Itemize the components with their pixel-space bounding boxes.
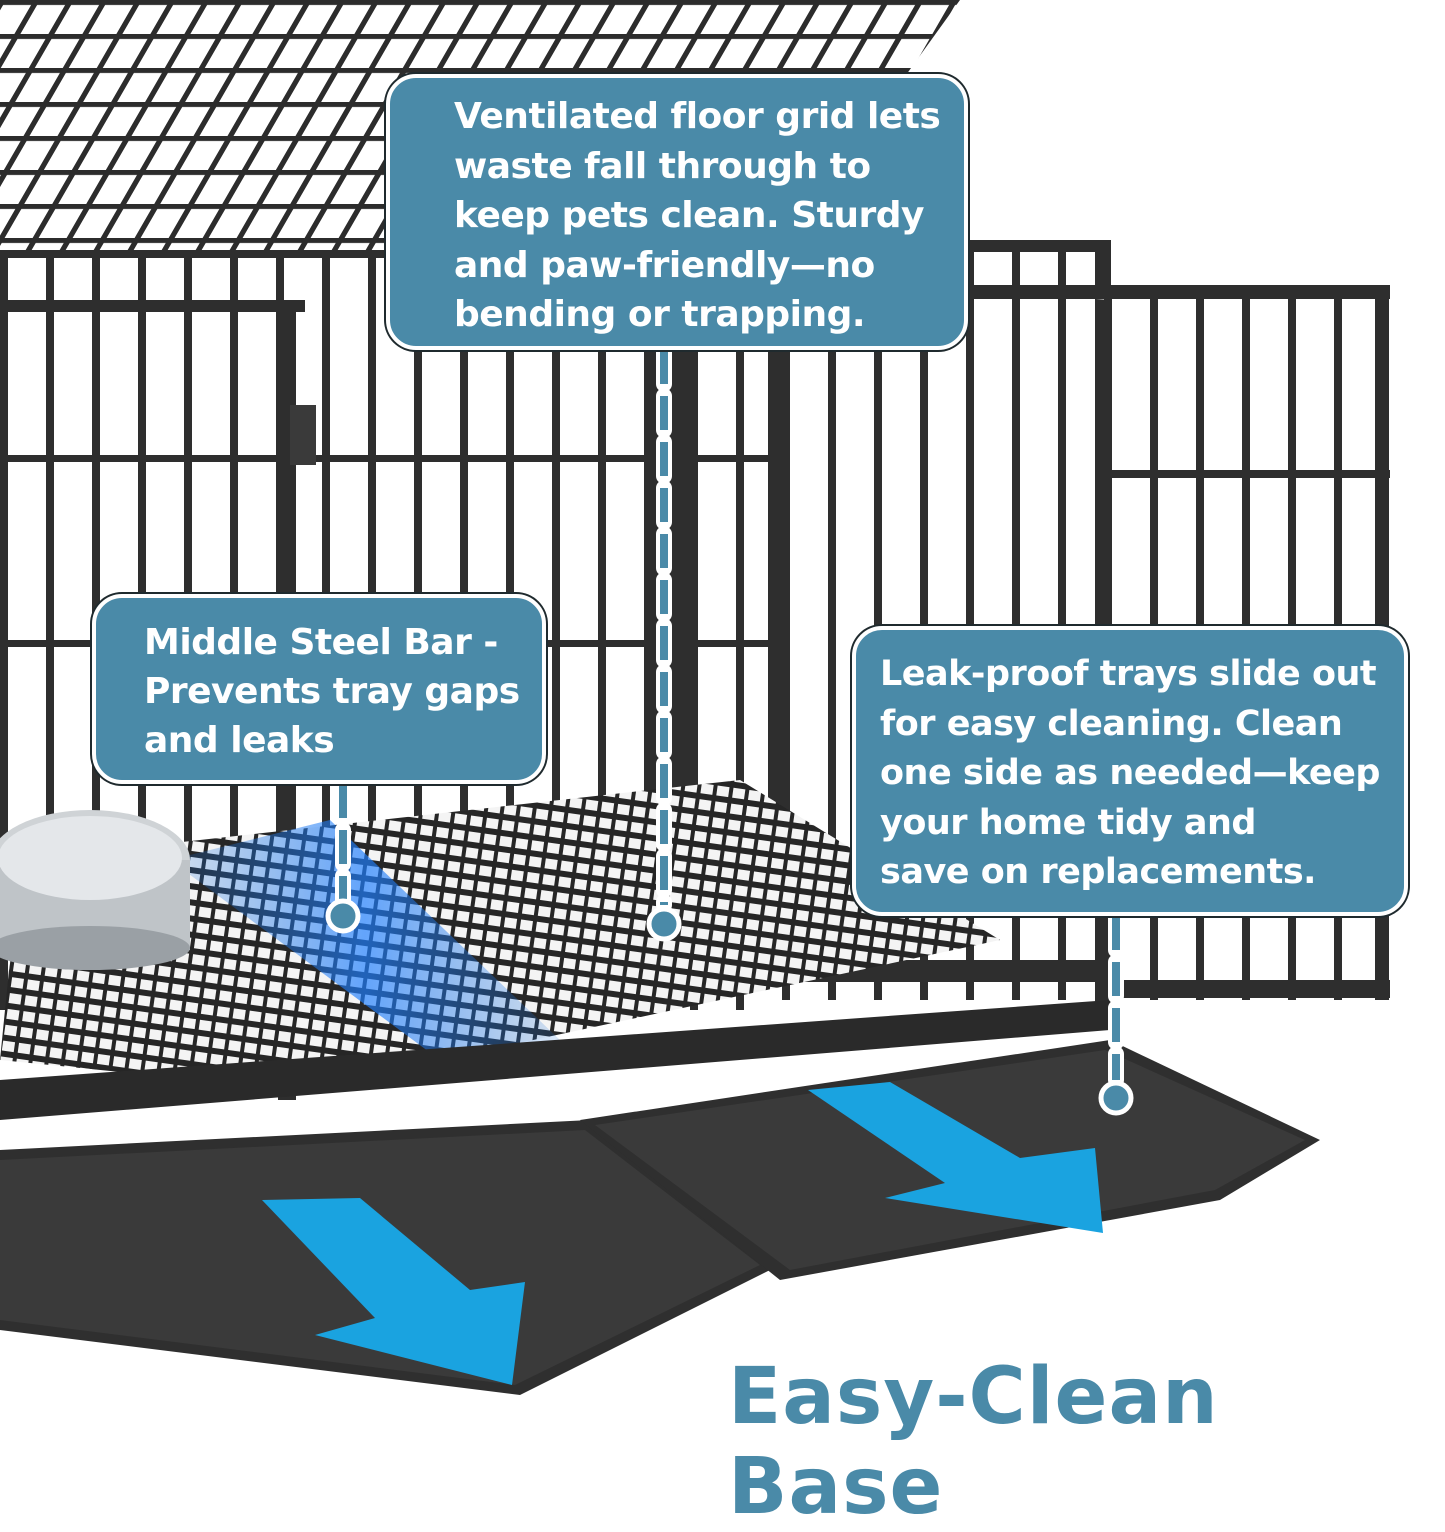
leader-line-middle-bar xyxy=(325,776,361,934)
middle-bar-glow xyxy=(170,820,560,1060)
callout-middle-steel-bar-text: Middle Steel Bar - Prevents tray gaps an… xyxy=(144,622,520,761)
callout-leak-proof-trays: Leak-proof trays slide out for easy clea… xyxy=(852,626,1408,916)
leader-line-trays xyxy=(1098,908,1134,1116)
callout-floor-grid: Ventilated floor grid lets waste fall th… xyxy=(386,74,968,350)
right-tray-arrow-icon xyxy=(808,1082,1103,1233)
crate-base xyxy=(0,1000,1110,1120)
callout-leak-proof-trays-text: Leak-proof trays slide out for easy clea… xyxy=(880,654,1380,892)
feature-title: Easy-Clean Base xyxy=(728,1352,1219,1532)
left-tray-arrow-icon xyxy=(262,1198,525,1385)
leader-line-floor-grid xyxy=(646,342,682,942)
callout-middle-steel-bar: Middle Steel Bar - Prevents tray gaps an… xyxy=(92,594,546,784)
callout-floor-grid-text: Ventilated floor grid lets waste fall th… xyxy=(454,96,941,335)
